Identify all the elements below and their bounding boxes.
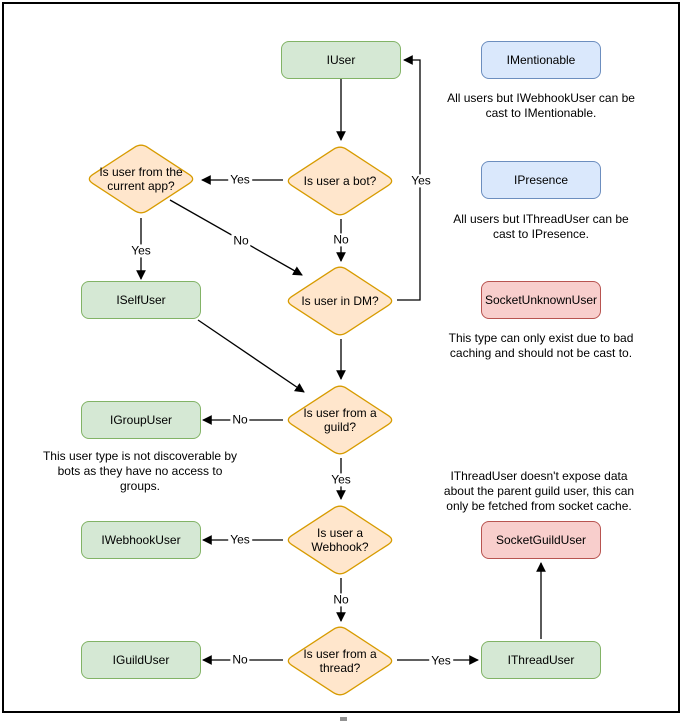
node-label: IGuildUser [112,653,170,667]
node-label: IThreadUser [507,653,575,667]
node-iwebhookuser: IWebhookUser [81,521,201,559]
edge-label-bot-yes: Yes [228,172,252,187]
caption-socketunknownuser: This type can only exist due to bad cach… [448,331,634,360]
node-label: SocketUnknownUser [484,293,598,307]
diamond-shape [287,385,393,455]
node-label: IMentionable [506,53,576,67]
edge-label-webhook-no: No [331,592,351,607]
node-iguilduser: IGuildUser [81,641,201,679]
caption-ithreaduser: IThreadUser doesn't expose data about th… [443,469,635,513]
edge-label-app-no: No [231,233,251,248]
diamond-shape [287,505,393,575]
edge-label-bot-no: No [331,232,351,247]
decision-label: Is user a bot? [303,173,377,188]
caption-igroupuser: This user type is not discoverable by bo… [42,449,238,493]
edge-label-app-yes: Yes [129,243,153,258]
diamond-shape [287,146,393,216]
cropped-text-artifact [340,717,347,721]
decision-is-webhook: Is user a Webhook? [283,502,397,578]
decision-from-thread: Is user from a thread? [283,623,397,699]
node-label: IUser [326,53,356,67]
node-label: IGroupUser [109,413,173,427]
decision-from-guild: Is user from a guild? [283,382,397,458]
decision-label: Is user from a thread? [303,646,377,675]
node-iselfuser: ISelfUser [81,281,201,319]
decision-label: Is user from the current app? [99,164,183,193]
caption-ipresence: All users but IThreadUser can be cast to… [453,212,629,241]
diamond-shape [88,144,194,214]
edge-label-webhook-yes: Yes [228,532,252,547]
node-label: IWebhookUser [101,533,181,547]
diamond-shape [287,626,393,696]
edge-label-thread-yes: Yes [429,653,453,668]
node-ipresence: IPresence [481,161,601,199]
edge-label-guild-no: No [230,412,250,427]
edge-label-guild-yes: Yes [329,472,353,487]
decision-in-dm: Is user in DM? [283,263,397,339]
node-socketguilduser: SocketGuildUser [481,521,601,559]
decision-label: Is user from a guild? [303,405,377,434]
edge-label-dm-yes: Yes [409,173,433,188]
node-iuser: IUser [281,41,401,79]
node-ithreaduser: IThreadUser [481,641,601,679]
node-imentionable: IMentionable [481,41,601,79]
caption-imentionable: All users but IWebhookUser can be cast t… [447,91,635,120]
diamond-shape [287,266,393,336]
decision-label: Is user a Webhook? [311,525,369,554]
edge-label-thread-no: No [230,652,250,667]
decision-is-user-a-bot: Is user a bot? [283,143,397,219]
node-socketunknownuser: SocketUnknownUser [481,281,601,319]
decision-label: Is user in DM? [301,293,379,308]
node-label: IPresence [513,173,569,187]
decision-from-current-app: Is user from the current app? [84,141,198,217]
node-label: SocketGuildUser [495,533,587,547]
edge-iselfuser-to-guild [197,319,305,393]
node-label: ISelfUser [116,293,166,307]
node-igroupuser: IGroupUser [81,401,201,439]
